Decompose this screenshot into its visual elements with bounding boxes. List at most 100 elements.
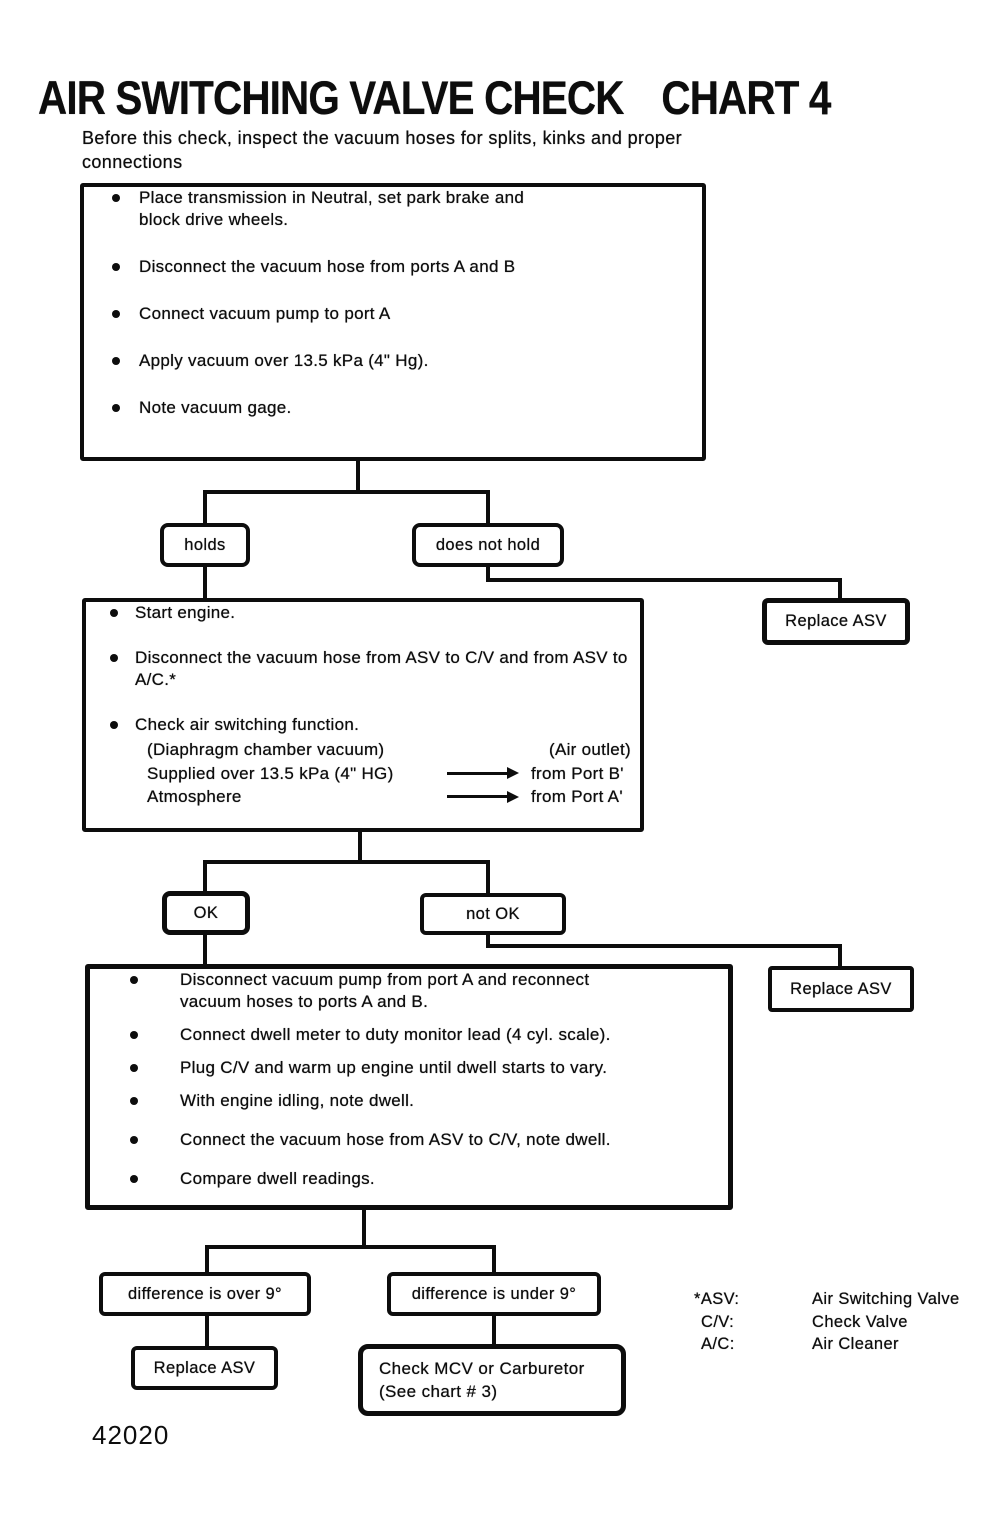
list-item: Connect dwell meter to duty monitor lead… [90, 1024, 728, 1046]
legend-meaning: Air Switching Valve [812, 1290, 960, 1308]
bullet-icon [112, 310, 120, 318]
list-item: Place transmission in Neutral, set park … [84, 187, 702, 231]
header-air-outlet: (Air outlet) [549, 740, 632, 759]
chart-number-label: CHART 4 [661, 71, 831, 124]
legend-meaning: Air Cleaner [812, 1335, 899, 1353]
page-title: AIR SWITCHING VALVE CHECK CHART 4 [38, 70, 831, 125]
legend-row: *ASV: Air Switching Valve [694, 1288, 960, 1311]
connector-line [486, 944, 842, 948]
bullet-icon [112, 404, 120, 412]
step-box-dwell-check: Disconnect vacuum pump from port A and r… [85, 964, 733, 1210]
decision-difference-under-9: difference is under 9° [387, 1272, 601, 1316]
intro-note: Before this check, inspect the vacuum ho… [82, 128, 683, 172]
step1-list: Place transmission in Neutral, set park … [84, 187, 702, 419]
list-item: Disconnect the vacuum hose from ports A … [84, 256, 702, 278]
list-item: Start engine. [86, 602, 640, 624]
decision-not-ok: not OK [420, 893, 566, 935]
list-item-text: Place transmission in Neutral, set park … [139, 188, 525, 229]
decision-holds: holds [160, 523, 250, 567]
connector-line [203, 860, 490, 864]
step-box-vacuum-setup: Place transmission in Neutral, set park … [80, 183, 706, 461]
connector-line [356, 460, 360, 494]
decision-difference-over-9: difference is over 9° [99, 1272, 311, 1316]
connector-line [486, 490, 490, 525]
bullet-icon [130, 976, 138, 984]
action-replace-asv-1: Replace ASV [762, 598, 910, 645]
connector-line [838, 578, 842, 600]
connector-line [486, 578, 842, 582]
action-replace-asv-2: Replace ASV [768, 966, 914, 1012]
list-item-text: Disconnect the vacuum hose from ASV to C… [135, 648, 628, 689]
list-item-text: Connect vacuum pump to port A [139, 304, 391, 323]
connector-line [486, 565, 490, 582]
connector-line [205, 1245, 496, 1249]
list-item-text: Check air switching function. [135, 715, 360, 734]
connector-line [486, 933, 490, 948]
bullet-icon [110, 721, 118, 729]
list-item: With engine idling, note dwell. [90, 1090, 728, 1112]
list-item-text: Plug C/V and warm up engine until dwell … [180, 1058, 608, 1077]
header-diaphragm: (Diaphragm chamber vacuum) [147, 740, 385, 759]
list-item-text: Note vacuum gage. [139, 398, 292, 417]
list-item-text: Compare dwell readings. [180, 1169, 375, 1188]
table-row: Atmosphere from Port A' [147, 785, 640, 809]
connector-line [492, 1314, 496, 1346]
connector-line [492, 1245, 496, 1274]
bullet-icon [130, 1136, 138, 1144]
step3-list: Disconnect vacuum pump from port A and r… [90, 969, 728, 1190]
list-item: Connect vacuum pump to port A [84, 303, 702, 325]
list-item-text: Disconnect the vacuum hose from ports A … [139, 257, 516, 276]
legend-row: C/V: Check Valve [694, 1311, 960, 1334]
table-row: Supplied over 13.5 kPa (4" HG) from Port… [147, 762, 640, 786]
list-item-text: Start engine. [135, 603, 236, 622]
list-item-text: Apply vacuum over 13.5 kPa (4" Hg). [139, 351, 429, 370]
connector-line [203, 490, 490, 494]
connector-line [203, 490, 207, 525]
bullet-icon [130, 1064, 138, 1072]
legend-meaning: Check Valve [812, 1312, 908, 1331]
connector-line [205, 1245, 209, 1274]
bullet-icon [130, 1031, 138, 1039]
result-text: from Port A' [531, 787, 623, 806]
connector-line [838, 944, 842, 968]
right-arrow-icon [447, 790, 519, 803]
abbreviation-legend: *ASV: Air Switching Valve C/V: Check Val… [694, 1288, 960, 1356]
connector-line [362, 1208, 366, 1249]
list-item: Apply vacuum over 13.5 kPa (4" Hg). [84, 350, 702, 372]
legend-row: A/C: Air Cleaner [694, 1333, 960, 1356]
condition-text: Supplied over 13.5 kPa (4" HG) [147, 763, 394, 783]
bullet-icon [112, 194, 120, 202]
connector-line [203, 860, 207, 893]
legend-abbr: A/C: [701, 1335, 735, 1353]
connector-line [203, 933, 207, 966]
list-item: Note vacuum gage. [84, 397, 702, 419]
list-item-text: With engine idling, note dwell. [180, 1091, 415, 1110]
decision-does-not-hold: does not hold [412, 523, 564, 567]
step2-list: Start engine. Disconnect the vacuum hose… [86, 602, 640, 736]
bullet-icon [112, 263, 120, 271]
bullet-icon [130, 1097, 138, 1105]
list-item: Check air switching function. [86, 714, 640, 736]
connector-line [486, 860, 490, 895]
page-title-text: AIR SWITCHING VALVE CHECK [38, 71, 624, 124]
connector-line [203, 565, 207, 600]
list-item-text: Connect dwell meter to duty monitor lead… [180, 1025, 611, 1044]
bullet-icon [130, 1175, 138, 1183]
action-check-mcv: Check MCV or Carburetor (See chart # 3) [358, 1344, 626, 1416]
connector-line [205, 1314, 209, 1348]
legend-abbr: *ASV: [694, 1290, 740, 1308]
legend-abbr: C/V: [701, 1312, 735, 1331]
result-text: from Port B' [531, 763, 624, 783]
decision-ok: OK [162, 891, 250, 935]
list-item-text: Disconnect vacuum pump from port A and r… [180, 970, 590, 1011]
bullet-icon [110, 654, 118, 662]
connector-line [358, 830, 362, 864]
action-check-mcv-line2: (See chart # 3) [379, 1382, 498, 1401]
list-item: Disconnect the vacuum hose from ASV to C… [86, 647, 640, 691]
list-item-text: Connect the vacuum hose from ASV to C/V,… [180, 1130, 611, 1149]
step-box-air-switching-check: Start engine. Disconnect the vacuum hose… [82, 598, 644, 832]
action-check-mcv-line1: Check MCV or Carburetor [379, 1359, 585, 1378]
list-item: Compare dwell readings. [90, 1168, 728, 1190]
figure-number: 42020 [92, 1420, 170, 1450]
